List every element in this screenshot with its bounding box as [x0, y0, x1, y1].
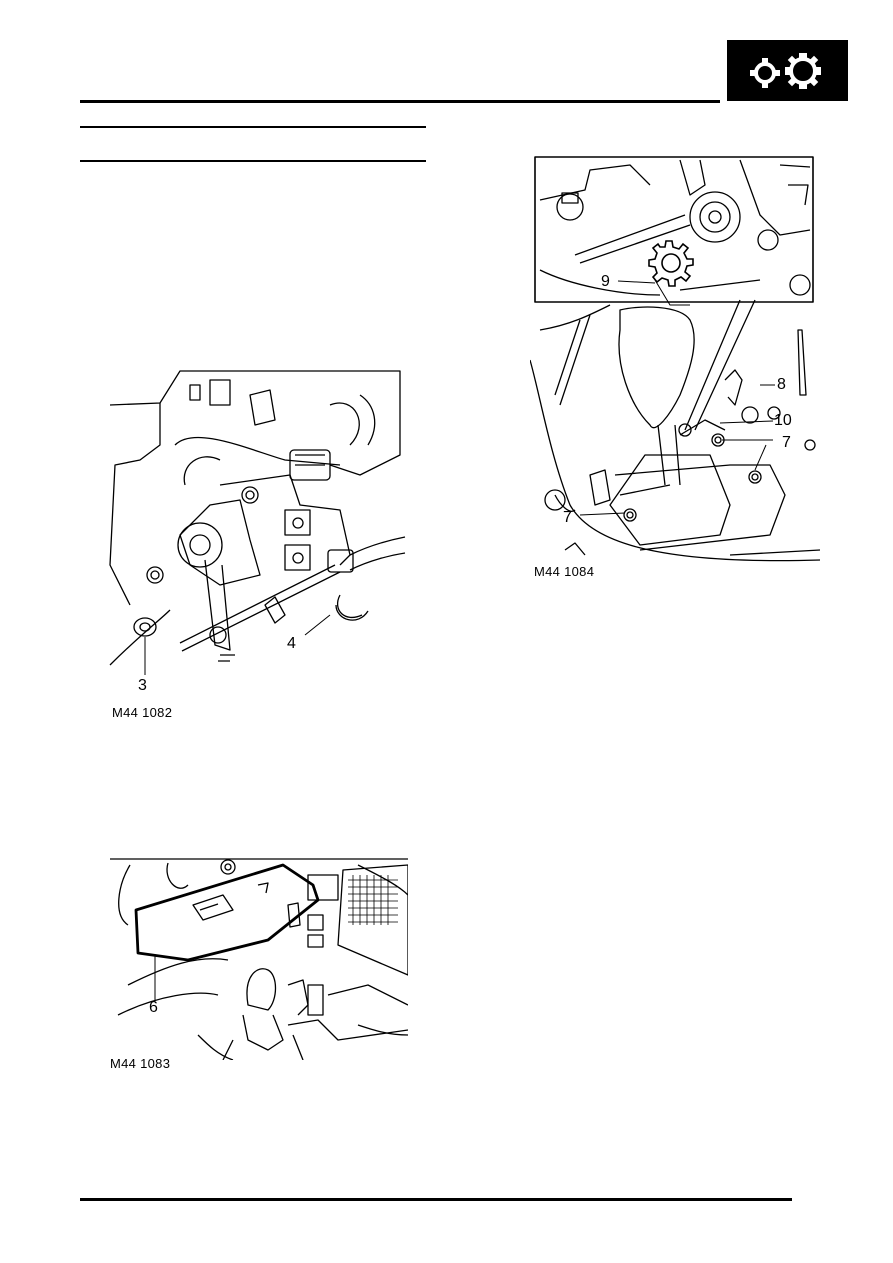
callout-7-right: 7: [782, 434, 791, 451]
figure-cable-lever: 3 4: [100, 365, 410, 695]
figure-console-panel: 6: [108, 855, 408, 1060]
figure-code-2: M44 1083: [110, 1056, 171, 1071]
cable-lever-illustration: [109, 370, 406, 675]
gear-pair-icon: [750, 53, 821, 89]
figure-gear-lever: 9 8 10 7 7: [530, 155, 820, 580]
figure-code-1: M44 1082: [112, 705, 173, 720]
section-rule-bottom: [80, 160, 426, 162]
callout-8: 8: [777, 376, 786, 393]
header-rule: [80, 100, 720, 103]
gear-lever-illustration: [530, 156, 820, 562]
figure-code-3: M44 1084: [534, 564, 595, 579]
callout-4: 4: [287, 635, 296, 652]
callout-6: 6: [149, 999, 158, 1016]
section-badge: [727, 40, 848, 101]
callout-10: 10: [774, 412, 792, 429]
callout-7-left: 7: [563, 509, 572, 526]
console-panel-illustration: [110, 858, 408, 1060]
footer-rule: [80, 1198, 792, 1201]
callout-9: 9: [601, 273, 610, 290]
section-rule-top: [80, 126, 426, 128]
callout-3: 3: [138, 677, 147, 694]
